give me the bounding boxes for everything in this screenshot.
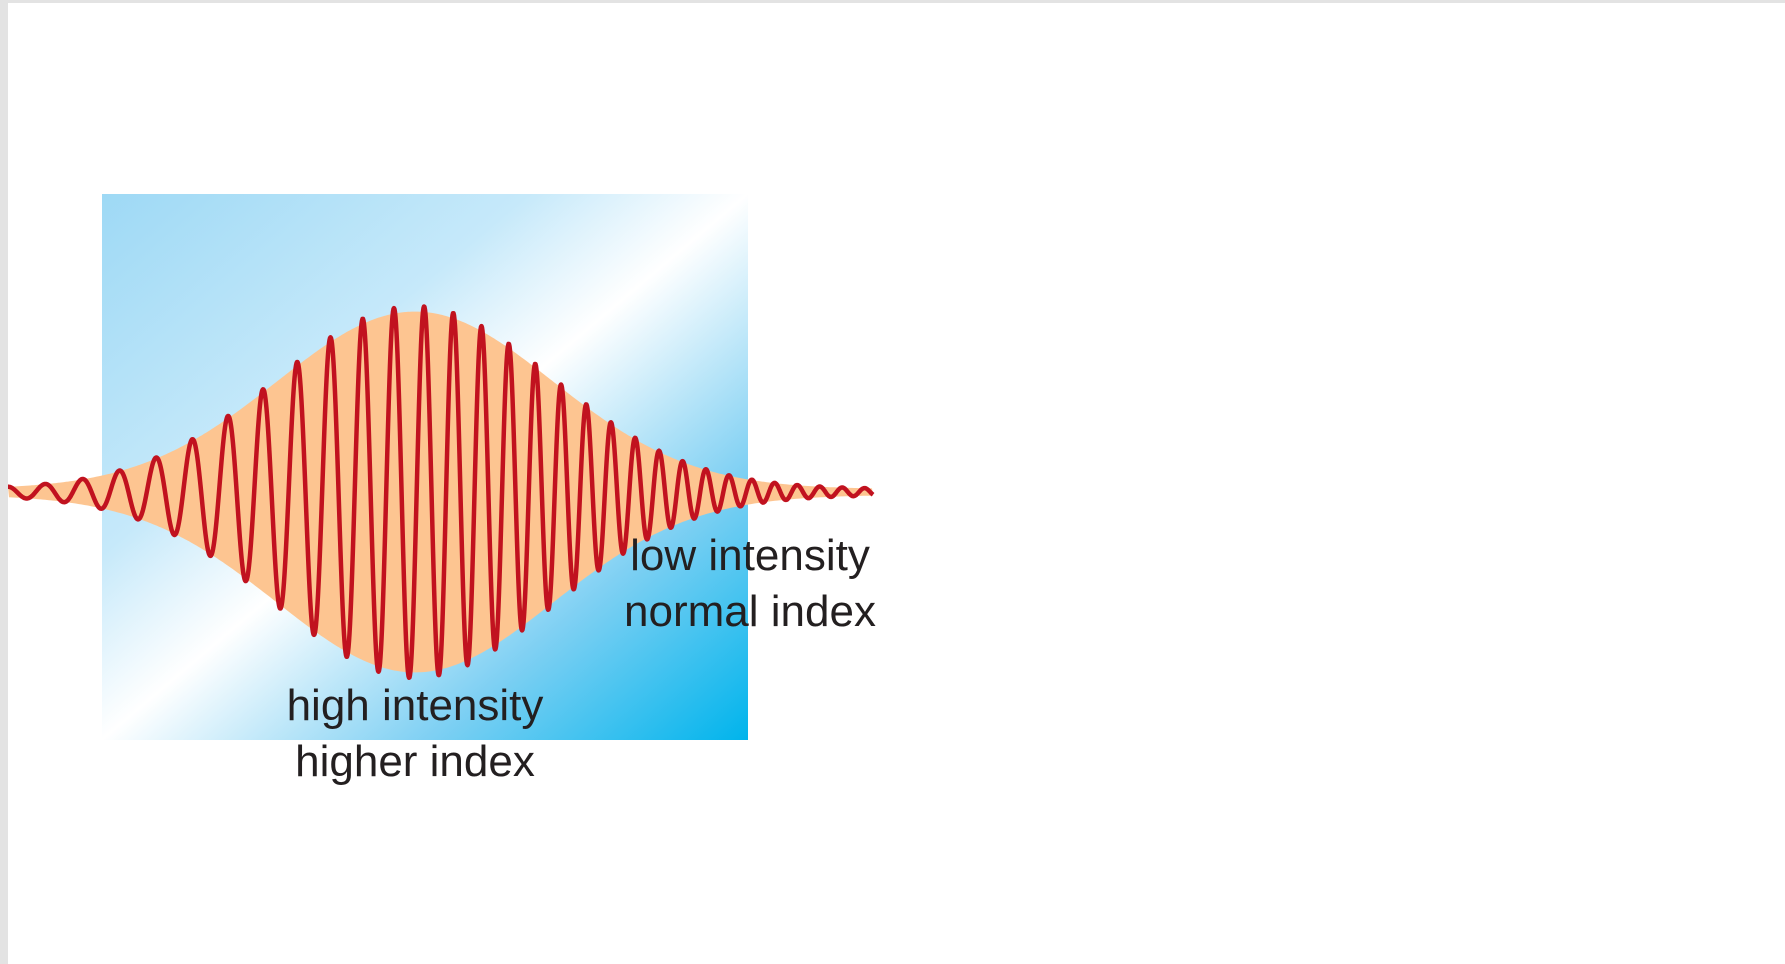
high-intensity-label: high intensity higher index bbox=[230, 678, 600, 790]
higher-index-line: higher index bbox=[295, 737, 535, 786]
light-pulse-wave bbox=[6, 304, 875, 680]
frame-top-border bbox=[0, 0, 1785, 3]
low-intensity-line: low intensity bbox=[630, 531, 870, 580]
frame-left-border bbox=[0, 0, 8, 964]
high-intensity-line: high intensity bbox=[286, 681, 544, 730]
low-intensity-label: low intensity normal index bbox=[585, 528, 915, 640]
intensity-envelope bbox=[8, 311, 873, 673]
normal-index-line: normal index bbox=[624, 587, 876, 636]
